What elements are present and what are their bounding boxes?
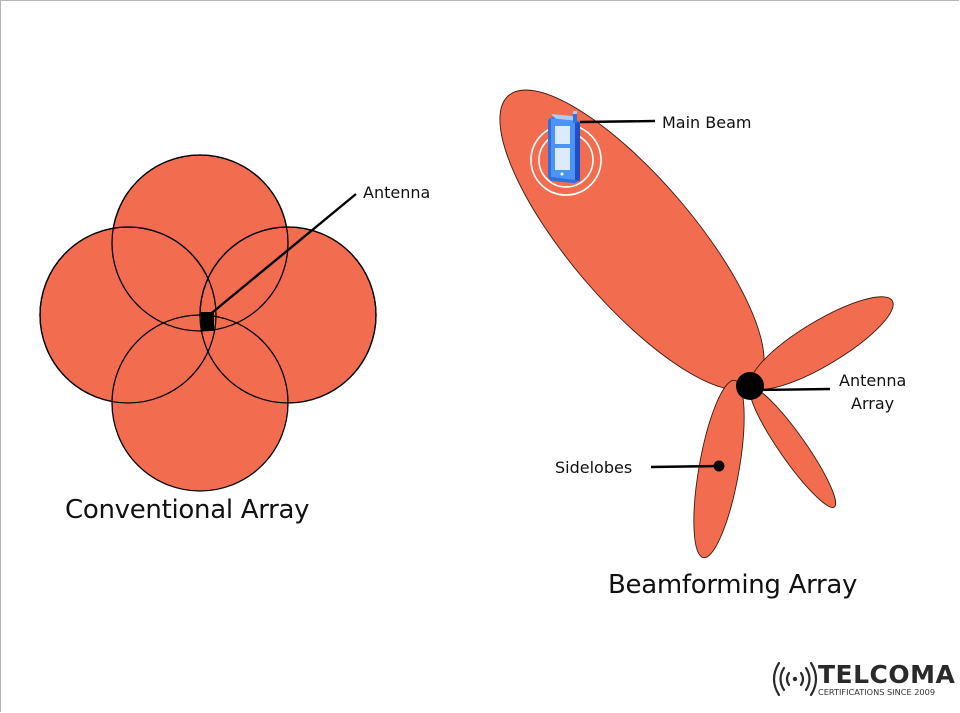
antenna-array-leader-line xyxy=(759,387,831,392)
antenna-label: Antenna xyxy=(363,183,431,202)
beamforming-array-title: Beamforming Array xyxy=(608,570,858,600)
sidelobes-leader-line xyxy=(650,464,720,469)
mobile-phone-icon xyxy=(530,111,602,196)
lobe-outlines xyxy=(39,154,377,404)
antenna-array-label-line1: Antenna xyxy=(839,371,907,390)
brand-tagline: CERTIFICATIONS SINCE 2009 xyxy=(818,687,936,697)
main-beam-lobe xyxy=(499,89,765,391)
main-beam-leader-line xyxy=(579,119,656,124)
sidelobe-lower-right xyxy=(749,388,837,508)
antenna-array-label-line2: Array xyxy=(851,394,895,413)
main-beam-label: Main Beam xyxy=(662,113,752,132)
sidelobes-label: Sidelobes xyxy=(555,458,633,477)
antenna-leader-line xyxy=(207,193,357,317)
conventional-array-title: Conventional Array xyxy=(65,495,310,525)
antenna-array-icon xyxy=(736,372,764,400)
brand-name: TELCOMA xyxy=(818,660,956,689)
broadcast-signal-icon xyxy=(772,661,818,697)
telcoma-logo: TELCOMA CERTIFICATIONS SINCE 2009 xyxy=(772,660,955,700)
antenna-icon xyxy=(201,312,214,331)
